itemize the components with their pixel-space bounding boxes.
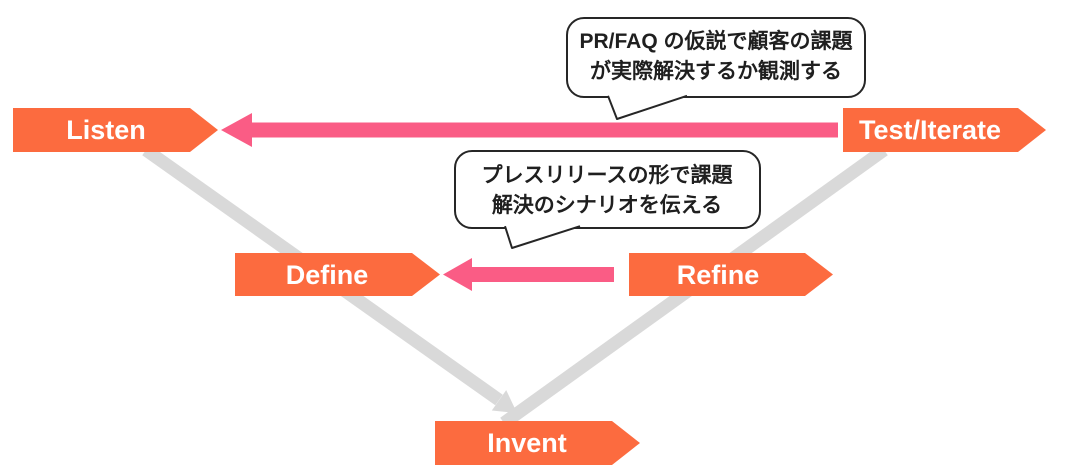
node-invent: Invent bbox=[435, 421, 640, 465]
invent-label: Invent bbox=[487, 428, 567, 458]
callout-top: PR/FAQ の仮説で顧客の課題 が実際解決するか観測する bbox=[566, 17, 866, 120]
callout-top-tail bbox=[607, 94, 688, 120]
callout-top-bubble bbox=[566, 17, 866, 98]
test-iterate-banner-shape bbox=[843, 108, 1046, 152]
callout-middle-line1: プレスリリースの形で課題 bbox=[482, 163, 734, 187]
define-banner-shape bbox=[235, 253, 440, 296]
invent-banner-shape bbox=[435, 421, 640, 465]
listen-label: Listen bbox=[66, 115, 146, 145]
node-listen: Listen bbox=[13, 108, 218, 152]
callout-middle-tail bbox=[504, 225, 581, 249]
connector-arrowhead-icon bbox=[491, 390, 517, 413]
callout-top-line1: PR/FAQ の仮説で顧客の課題 bbox=[579, 29, 853, 53]
refine-label: Refine bbox=[677, 260, 760, 290]
node-refine: Refine bbox=[629, 253, 833, 296]
callout-middle: プレスリリースの形で課題 解決のシナリオを伝える bbox=[454, 150, 761, 249]
callout-middle-bubble bbox=[454, 150, 761, 229]
callout-top-line2: が実際解決するか観測する bbox=[590, 59, 842, 83]
arrow-refine-to-define-icon bbox=[443, 258, 614, 291]
define-label: Define bbox=[286, 260, 369, 290]
node-test-iterate: Test/Iterate bbox=[843, 108, 1046, 152]
listen-banner-shape bbox=[13, 108, 218, 152]
node-define: Define bbox=[235, 253, 440, 296]
callout-middle-line2: 解決のシナリオを伝える bbox=[492, 193, 722, 217]
refine-banner-shape bbox=[629, 253, 833, 296]
arrow-testiterate-to-listen-icon bbox=[221, 113, 838, 147]
test-iterate-label: Test/Iterate bbox=[859, 115, 1001, 145]
